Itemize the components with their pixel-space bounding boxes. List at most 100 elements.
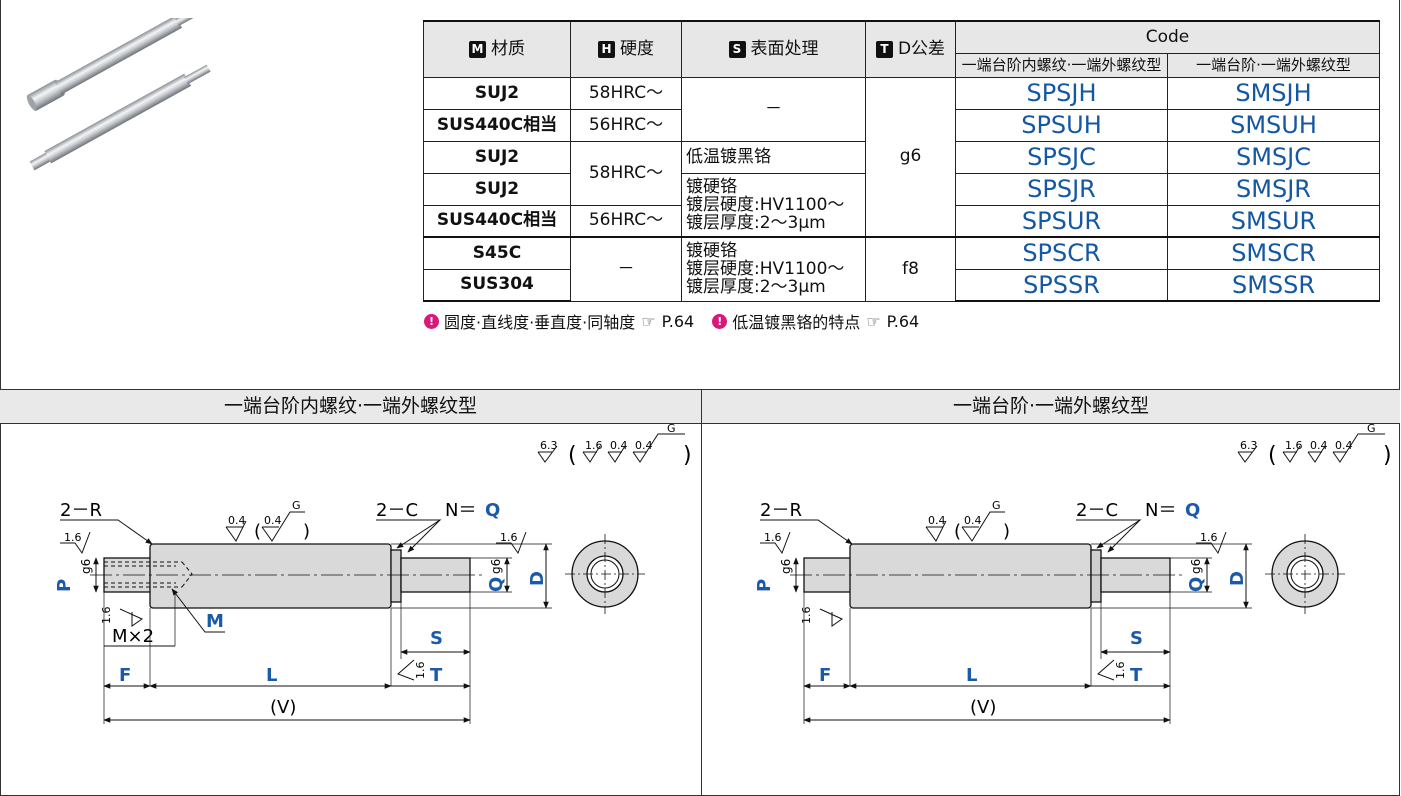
code-link[interactable]: SMSUR — [1167, 204, 1380, 238]
svg-text:g6: g6 — [79, 559, 93, 574]
svg-text:0.4: 0.4 — [610, 439, 628, 452]
code-link[interactable]: SMSJR — [1167, 172, 1380, 206]
code-link[interactable]: SPSJH — [955, 76, 1168, 110]
panel-title: 一端台阶内螺纹·一端外螺纹型 — [0, 390, 701, 424]
svg-text:0.4: 0.4 — [1335, 439, 1353, 452]
hardness-badge-icon: H — [598, 40, 615, 58]
drawing-panel-internal-thread: 一端台阶内螺纹·一端外螺纹型 6.3 ( 1.6 0.4 — [0, 390, 702, 795]
svg-text:G: G — [667, 424, 676, 435]
material-badge-icon: M — [469, 40, 486, 58]
code-link[interactable]: SPSJR — [955, 172, 1168, 206]
svg-text:P: P — [54, 579, 75, 592]
svg-text:N＝: N＝ — [1145, 500, 1176, 521]
table-row: SUS304 SPSSR SMSSR — [423, 268, 1380, 302]
table-row: SUJ2 58HRC～ － g6 SPSJH SMSJH — [423, 76, 1380, 238]
svg-text:g6: g6 — [1189, 559, 1203, 574]
svg-text:1.6: 1.6 — [100, 607, 113, 625]
svg-text:Q: Q — [1186, 577, 1207, 592]
page-ref[interactable]: P.64 — [661, 311, 695, 331]
product-photo — [26, 18, 211, 171]
tolerance-badge-icon: T — [875, 40, 893, 58]
svg-text:T: T — [1130, 665, 1143, 686]
svg-text:g6: g6 — [779, 559, 793, 574]
svg-text:6.3: 6.3 — [540, 439, 558, 452]
notes: ! 圆度·直线度·垂直度·同轴度 ☞ P.64 ! 低温镀黑铬的特点 ☞ P.6… — [424, 309, 937, 333]
table-row: SUJ2 58HRC～ 低温镀黑铬 SPSJC SMSJC — [423, 140, 1380, 206]
svg-text:2－R: 2－R — [60, 500, 102, 521]
svg-text:D: D — [1227, 571, 1248, 586]
svg-text:Q: Q — [1185, 500, 1200, 521]
svg-text:(V): (V) — [970, 697, 996, 718]
svg-text:0.4: 0.4 — [1310, 439, 1328, 452]
code-link[interactable]: SPSUH — [955, 108, 1168, 142]
warning-icon: ! — [424, 313, 439, 329]
pointing-hand-icon: ☞ — [641, 311, 656, 331]
end-view — [565, 534, 645, 614]
drawing-panels: 一端台阶内螺纹·一端外螺纹型 6.3 ( 1.6 0.4 — [0, 389, 1400, 796]
svg-text:2－R: 2－R — [760, 500, 802, 521]
svg-text:G: G — [1367, 424, 1376, 435]
surface-black-chrome: 低温镀黑铬 — [681, 140, 866, 174]
code-link[interactable]: SPSUR — [955, 204, 1168, 238]
svg-text:M×2: M×2 — [112, 626, 154, 647]
svg-text:T: T — [430, 665, 443, 686]
code-link[interactable]: SPSJC — [955, 140, 1168, 174]
svg-text:0.4: 0.4 — [228, 514, 246, 527]
svg-text:1.6: 1.6 — [1285, 439, 1303, 452]
end-view — [1265, 534, 1345, 614]
svg-text:1.6: 1.6 — [585, 439, 603, 452]
code-link[interactable]: SMSJC — [1167, 140, 1380, 174]
drawing-panel-stepped: 一端台阶·一端外螺纹型 6.3 ( 1.6 0.4 — [702, 390, 1400, 795]
svg-text:g6: g6 — [489, 559, 503, 574]
svg-text:S: S — [430, 628, 443, 649]
svg-text:): ) — [683, 443, 692, 468]
note-item[interactable]: ! 圆度·直线度·垂直度·同轴度 ☞ P.64 — [424, 309, 694, 333]
svg-text:S: S — [1130, 628, 1143, 649]
svg-text:(: ( — [954, 521, 961, 542]
svg-text:): ) — [1003, 521, 1010, 542]
svg-text:1.6: 1.6 — [500, 531, 518, 544]
code-link[interactable]: SMSUH — [1167, 108, 1380, 142]
svg-text:Q: Q — [485, 500, 500, 521]
svg-text:(: ( — [254, 521, 261, 542]
code-link[interactable]: SMSSR — [1167, 268, 1380, 302]
svg-text:P: P — [754, 579, 775, 592]
svg-text:1.6: 1.6 — [764, 531, 782, 544]
code-link[interactable]: SPSCR — [955, 236, 1168, 270]
svg-text:F: F — [119, 665, 131, 686]
surface-badge-icon: S — [728, 40, 746, 58]
svg-text:Q: Q — [486, 577, 507, 592]
roughness-symbols: 6.3 ( 1.6 0.4 0.4 G ) — [1237, 424, 1392, 468]
svg-text:6.3: 6.3 — [1240, 439, 1258, 452]
svg-text:G: G — [292, 499, 301, 512]
svg-text:0.4: 0.4 — [964, 514, 982, 527]
svg-text:2－C: 2－C — [376, 500, 418, 521]
pointing-hand-icon: ☞ — [866, 311, 881, 331]
code-link[interactable]: SMSCR — [1167, 236, 1380, 270]
surface-none: － — [681, 76, 866, 142]
header-code: Code — [955, 20, 1380, 54]
table-row: S45C － 镀硬铬 镀层硬度:HV1100～ 镀层厚度:2～3μm f8 SP… — [423, 236, 1380, 302]
svg-text:D: D — [527, 571, 548, 586]
shaft — [803, 543, 1171, 609]
svg-text:(V): (V) — [270, 697, 296, 718]
svg-text:F: F — [819, 665, 831, 686]
code-link[interactable]: SMSJH — [1167, 76, 1380, 110]
hardness-none: － — [570, 236, 682, 302]
svg-text:L: L — [966, 665, 977, 686]
svg-text:1.6: 1.6 — [64, 531, 82, 544]
code-link[interactable]: SPSSR — [955, 268, 1168, 302]
svg-text:N＝: N＝ — [445, 500, 476, 521]
svg-text:1.6: 1.6 — [414, 662, 427, 680]
shaft — [103, 543, 471, 609]
page-ref[interactable]: P.64 — [886, 311, 920, 331]
table-row: SUS440C相当 56HRC～ SPSUH SMSUH — [423, 108, 1380, 142]
svg-text:2－C: 2－C — [1076, 500, 1118, 521]
note-item[interactable]: ! 低温镀黑铬的特点 ☞ P.64 — [712, 309, 919, 333]
svg-text:0.4: 0.4 — [635, 439, 653, 452]
